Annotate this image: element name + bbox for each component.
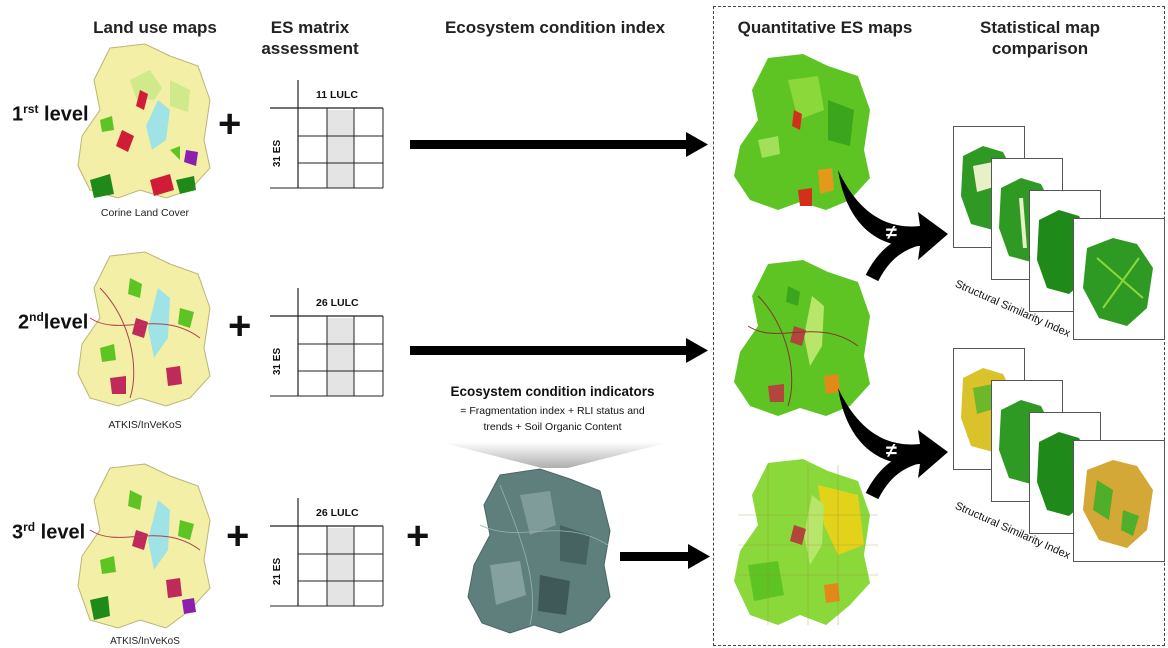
not-equal-2: ≠ bbox=[886, 440, 897, 462]
header-stat-line1: Statistical map bbox=[980, 18, 1100, 37]
plus-sign-eci: + bbox=[406, 514, 430, 558]
header-stat-comparison: Statistical map comparison bbox=[960, 17, 1120, 59]
level-2-sup: nd bbox=[29, 310, 44, 324]
eci-map bbox=[467, 468, 611, 634]
indicators-funnel bbox=[440, 442, 670, 468]
header-es-matrix-line1: ES matrix bbox=[270, 18, 350, 37]
land-use-caption-3: ATKIS/InVeKoS bbox=[110, 636, 180, 647]
header-stat-line2: comparison bbox=[991, 39, 1089, 58]
quant-es-map-3 bbox=[734, 459, 878, 625]
land-use-map-1 bbox=[77, 43, 211, 199]
es-matrix-1-es: 31 ES bbox=[272, 139, 284, 168]
level-1-text: level bbox=[38, 103, 89, 126]
header-land-use: Land use maps bbox=[93, 18, 217, 37]
not-equal-1: ≠ bbox=[886, 222, 897, 244]
arrow-level-1 bbox=[410, 132, 708, 157]
es-matrix-2-es: 31 ES bbox=[272, 347, 284, 376]
es-matrix-2-lulc: 26 LULC bbox=[316, 297, 359, 309]
plus-sign-3: + bbox=[226, 514, 250, 558]
land-use-map-2 bbox=[77, 251, 211, 407]
compare-arrow-1 bbox=[838, 170, 948, 282]
es-matrix-2 bbox=[270, 288, 384, 397]
ssi-card-2d bbox=[1073, 440, 1165, 562]
ssi-stack-2 bbox=[953, 348, 1165, 568]
plus-sign-1: + bbox=[218, 102, 242, 146]
quant-es-map-1 bbox=[734, 54, 870, 210]
level-3-text: level bbox=[35, 521, 86, 544]
level-1-num: 1 bbox=[12, 103, 24, 126]
arrow-level-2 bbox=[410, 338, 708, 363]
level-label-2: 2ndlevel bbox=[18, 310, 88, 335]
arrow-level-3 bbox=[620, 544, 710, 569]
level-3-sup: rd bbox=[23, 520, 36, 534]
level-2-num: 2 bbox=[18, 311, 30, 334]
plus-sign-2: + bbox=[228, 304, 252, 348]
es-matrix-3 bbox=[270, 498, 384, 607]
land-use-caption-2: ATKIS/InVeKoS bbox=[108, 419, 182, 431]
level-3-num: 3 bbox=[12, 521, 24, 544]
land-use-map-3 bbox=[77, 463, 211, 629]
indicators-line1: = Fragmentation index + RLI status and bbox=[460, 405, 645, 417]
indicators-line2: trends + Soil Organic Content bbox=[483, 421, 622, 433]
level-1-sup: rst bbox=[23, 102, 39, 116]
es-matrix-3-es: 21 ES bbox=[272, 557, 284, 586]
es-matrix-1-lulc: 11 LULC bbox=[316, 89, 359, 101]
quant-es-map-2 bbox=[734, 260, 870, 416]
header-es-matrix: ES matrix assessment bbox=[250, 17, 370, 59]
level-2-text: level bbox=[43, 311, 89, 334]
ssi-stack-1 bbox=[953, 126, 1165, 346]
es-matrix-1 bbox=[270, 80, 384, 189]
ssi-card-1d bbox=[1073, 218, 1165, 340]
indicators-title: Ecosystem condition indicators bbox=[450, 384, 655, 399]
es-matrix-3-lulc: 26 LULC bbox=[316, 507, 359, 519]
header-es-matrix-line2: assessment bbox=[261, 39, 359, 58]
land-use-caption-1: Corine Land Cover bbox=[100, 207, 190, 219]
level-label-3: 3rd level bbox=[12, 520, 85, 545]
level-label-1: 1rst level bbox=[12, 102, 89, 127]
header-eci: Ecosystem condition index bbox=[444, 18, 666, 37]
header-quant-es-maps: Quantitative ES maps bbox=[737, 18, 913, 37]
compare-arrow-2 bbox=[838, 388, 948, 500]
